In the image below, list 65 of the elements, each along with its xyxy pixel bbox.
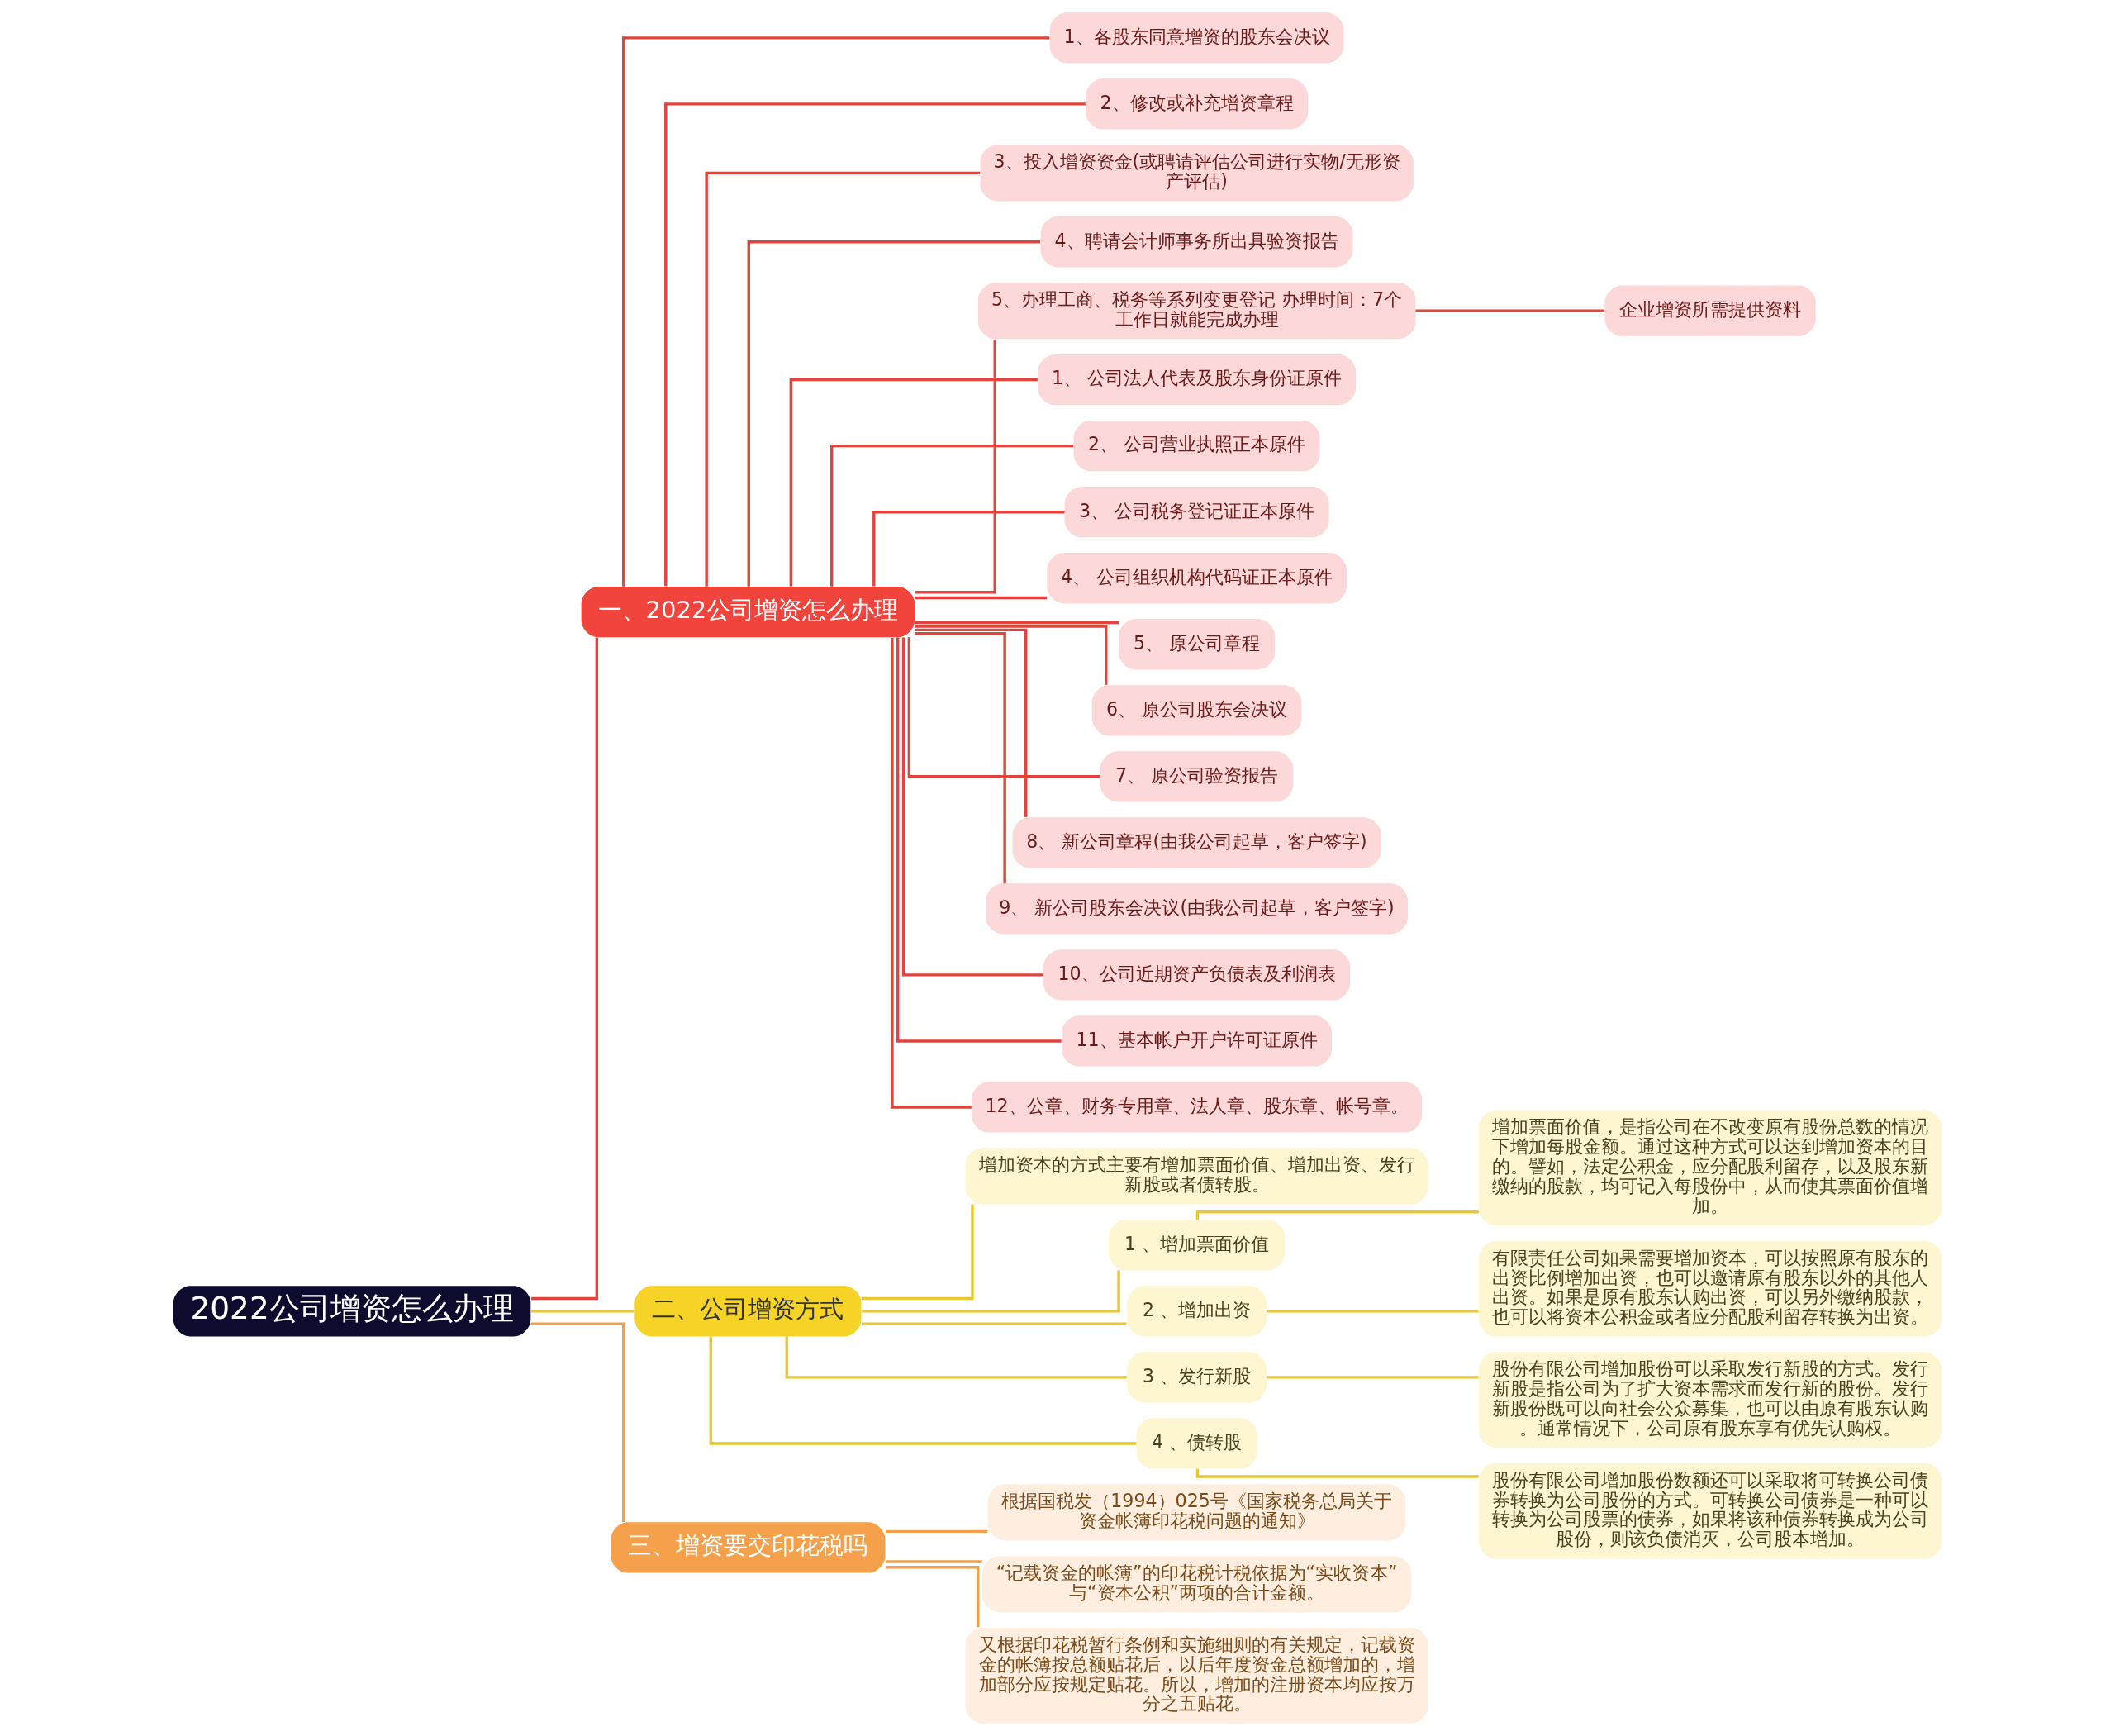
connector <box>1267 1376 1479 1379</box>
node-box: 股份有限公司增加股份可以采取发行新股的方式。发行新股是指公司为了扩大资本需求而发行新的股份。发行新股份既可以向社会公众募集，也可以由原有股东认购。通常情况下，公司原有股东享有优先认购权。 <box>1479 1352 1942 1448</box>
node-box: 1、各股东同意增资的股东会决议 <box>1049 12 1344 64</box>
node-box: 1 、增加票面价值 <box>1109 1220 1285 1271</box>
node-box: 有限责任公司如果需要增加资本，可以按照原有股东的出资比例增加出资，也可以邀请原有股东以外的其他人出资。如果是原有股东认购出资，可以另外缴纳股款，也可以将资本公积金或者应分配股利留存转换为出资。 <box>1479 1240 1942 1337</box>
connector <box>622 36 1050 587</box>
connector <box>907 637 1100 778</box>
connector <box>664 102 1086 587</box>
node-box: 股份有限公司增加股份数额还可以采取将可转换公司债券转换为公司股份的方式。可转换公司债券是一种可以转换为公司股票的债券，如果将该种债券转换成为公司股份，则该负债消灭，公司股本增加。 <box>1479 1463 1942 1559</box>
node-box: 增加票面价值，是指公司在不改变原有股份总数的情况下增加每股金额。通过这种方式可以达到增加资本的目的。譬如，法定公积金，应分配股利留存，以及股东新缴纳的股款，均可记入每股份中，从而使其票面价值增加。 <box>1479 1110 1942 1225</box>
node-box: 3、 公司税务登记证正本原件 <box>1064 487 1329 538</box>
connector <box>891 638 972 1109</box>
connector <box>747 240 1040 587</box>
node-box: 三、增资要交印花税吗 <box>611 1522 886 1573</box>
connector <box>915 621 1119 625</box>
node-box: 5、 原公司章程 <box>1119 619 1276 670</box>
node-box: 4 、债转股 <box>1136 1418 1257 1469</box>
node-box: 2、 公司营业执照正本原件 <box>1073 421 1320 472</box>
connector <box>1415 309 1605 312</box>
connector <box>530 1310 635 1313</box>
node-box: 2022公司增资怎么办理 <box>173 1286 531 1337</box>
connector <box>709 1336 1137 1445</box>
node-box: 11、基本帐户开户许可证原件 <box>1062 1015 1333 1067</box>
connector <box>886 1566 980 1628</box>
connector <box>830 444 1073 587</box>
node-box: 根据国税发（1994）025号《国家税务总局关于资金帐簿印花税问题的通知》 <box>987 1484 1406 1541</box>
connector <box>530 1322 625 1522</box>
connector <box>915 339 996 594</box>
connector <box>901 637 1043 977</box>
connector <box>886 1560 982 1563</box>
node-box: 一、2022公司增资怎么办理 <box>581 586 915 638</box>
node-box: 4、聘请会计师事务所出具验资报告 <box>1040 216 1353 268</box>
node-box: 3 、发行新股 <box>1127 1352 1267 1403</box>
node-box: 企业增资所需提供资料 <box>1604 285 1816 336</box>
node-box: 又根据印花税暂行条例和实施细则的有关规定，记载资金的帐簿按总额贴花后，以后年度资金总额增加的，增加部分应按规定贴花。所以，增加的注册资本均应按万分之五贴花。 <box>965 1628 1428 1724</box>
node-box: 6、 原公司股东会决议 <box>1091 685 1302 736</box>
connector <box>861 1204 974 1301</box>
node-box: 1、 公司法人代表及股东身份证原件 <box>1038 354 1356 406</box>
node-box: 5、办理工商、税务等系列变更登记 办理时间：7个工作日就能完成办理 <box>977 283 1416 340</box>
connector <box>1267 1310 1479 1313</box>
node-box: 9、 新公司股东会决议(由我公司起草，客户签字) <box>986 883 1408 935</box>
connector <box>915 625 1108 685</box>
connector <box>862 1270 1120 1313</box>
node-box: 3、投入增资资金(或聘请评估公司进行实物/无形资产评估) <box>980 145 1414 202</box>
connector <box>785 1336 1127 1379</box>
connector <box>915 596 1048 600</box>
node-box: 2 、增加出资 <box>1127 1286 1267 1337</box>
node-box: 2、修改或补充增资章程 <box>1086 78 1309 130</box>
connector <box>789 378 1038 587</box>
connector <box>915 632 1006 884</box>
connector <box>915 628 1028 817</box>
connector <box>886 1529 988 1534</box>
node-box: 4、 公司组织机构代码证正本原件 <box>1047 553 1347 604</box>
node-box: 12、公章、财务专用章、法人章、股东章、帐号章。 <box>972 1082 1422 1133</box>
node-box: 8、 新公司章程(由我公司起草，客户签字) <box>1012 817 1381 868</box>
connector <box>530 637 599 1301</box>
connector <box>862 1322 1127 1325</box>
node-box: “记载资金的帐簿”的印花税计税依据为“实收资本”与“资本公积”两项的合计金额。 <box>981 1556 1412 1613</box>
node-box: 7、 原公司验资报告 <box>1100 751 1294 802</box>
connector <box>872 511 1065 587</box>
node-box: 10、公司近期资产负债表及利润表 <box>1043 949 1351 1001</box>
node-box: 二、公司增资方式 <box>634 1286 862 1337</box>
connector <box>896 637 1062 1043</box>
connector <box>705 171 981 587</box>
node-box: 增加资本的方式主要有增加票面价值、增加出资、发行新股或者债转股。 <box>965 1148 1428 1205</box>
